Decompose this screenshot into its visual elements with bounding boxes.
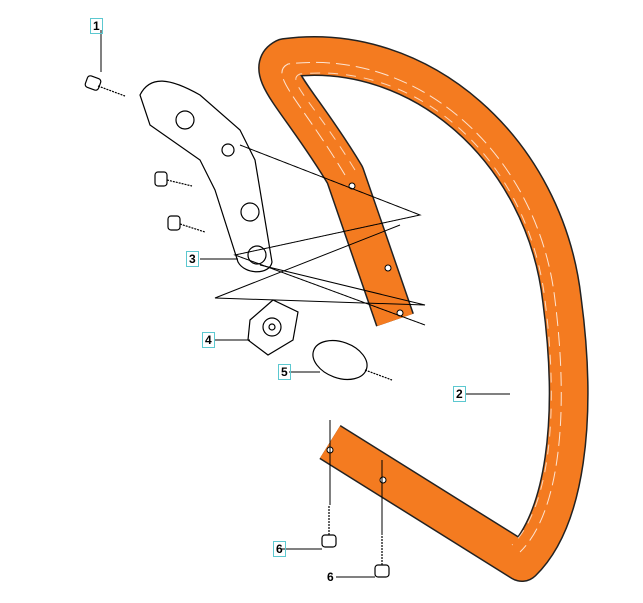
- callout-2: 2: [453, 386, 466, 402]
- damper-parts: [247, 299, 393, 381]
- leader-lines: [100, 30, 510, 578]
- front-handle-bar: [258, 36, 589, 582]
- callout-3: 3: [186, 251, 199, 267]
- callout-5: 5: [278, 364, 291, 380]
- handle-bracket: [139, 80, 273, 273]
- callout-1: 1: [90, 18, 103, 34]
- screws: [84, 75, 390, 578]
- callout-4: 4: [202, 332, 215, 348]
- callout-6b: 6: [327, 570, 334, 584]
- callout-6a: 6: [273, 541, 286, 557]
